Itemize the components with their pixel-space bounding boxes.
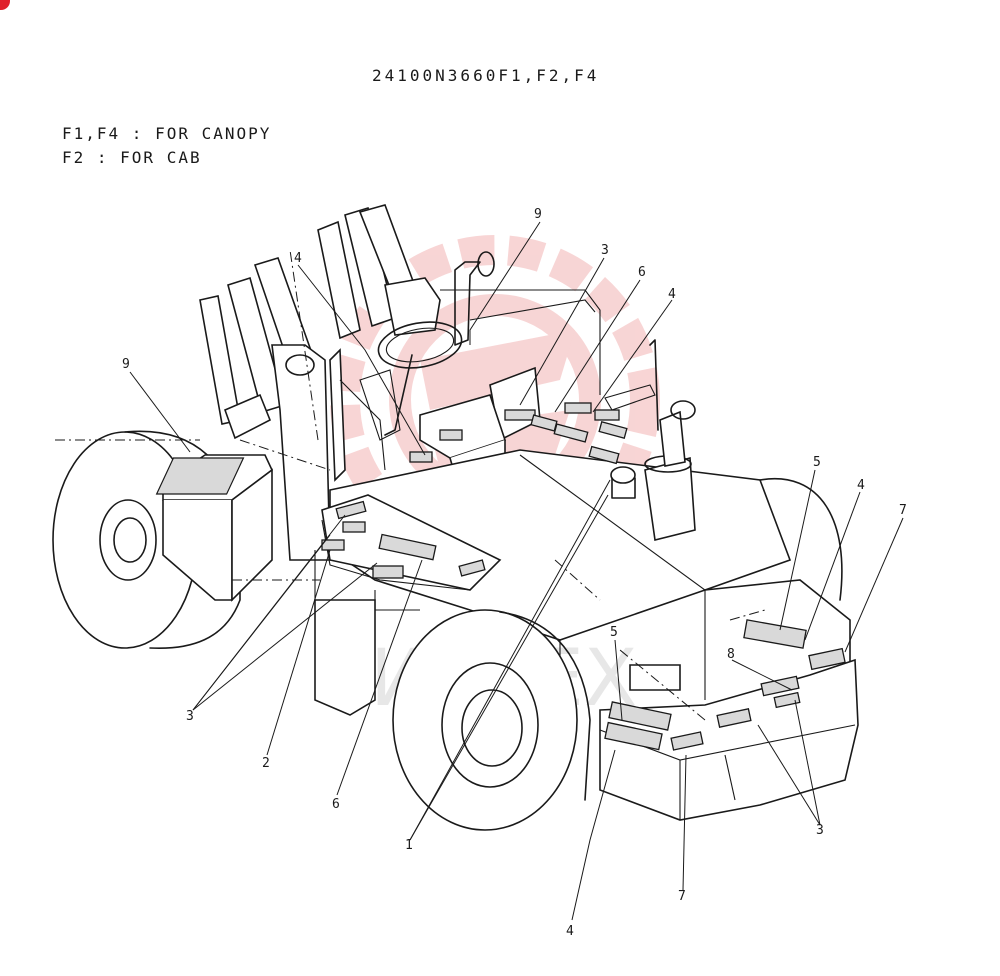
callout-label: 6 bbox=[332, 797, 340, 812]
left-lower-body bbox=[314, 599, 376, 716]
corner-mark bbox=[0, 0, 10, 10]
note-cab: F2 : FOR CAB bbox=[62, 148, 202, 167]
left-step-plate bbox=[314, 494, 502, 611]
callout-label: 3 bbox=[186, 709, 194, 724]
callout-label: 7 bbox=[678, 889, 686, 904]
exhaust bbox=[610, 400, 696, 541]
counterweight bbox=[599, 619, 859, 821]
callout-label: 5 bbox=[813, 455, 821, 470]
callout-label: 7 bbox=[899, 503, 907, 518]
callout-label: 2 bbox=[262, 756, 270, 771]
callout-label: 4 bbox=[668, 287, 676, 302]
callout-label: 9 bbox=[122, 357, 130, 372]
floor-decals bbox=[409, 402, 628, 465]
callout-label: 3 bbox=[816, 823, 824, 838]
callout-label: 9 bbox=[534, 207, 542, 222]
callout-label: 4 bbox=[294, 251, 302, 266]
hidden-lines bbox=[55, 249, 766, 721]
callout-label: 3 bbox=[601, 243, 609, 258]
callout-label: 4 bbox=[857, 478, 865, 493]
steering bbox=[359, 321, 463, 441]
canopy-frame bbox=[339, 251, 659, 471]
callout-label: 4 bbox=[566, 924, 574, 939]
leader-lines bbox=[129, 221, 904, 921]
note-canopy: F1,F4 : FOR CANOPY bbox=[62, 124, 272, 143]
callout-label: 8 bbox=[727, 647, 735, 662]
mast-right bbox=[317, 204, 441, 482]
callout-label: 1 bbox=[405, 838, 413, 853]
left-box bbox=[155, 454, 273, 602]
callout-label: 5 bbox=[610, 625, 618, 640]
callouts: 9 4 9 3 6 4 5 4 7 3 2 6 1 5 8 3 4 7 bbox=[122, 207, 907, 939]
drawing-number: 24100N3660F1,F2,F4 bbox=[372, 66, 600, 85]
front-wheel bbox=[392, 609, 591, 831]
callout-label: 6 bbox=[638, 265, 646, 280]
mast-left bbox=[199, 257, 331, 561]
